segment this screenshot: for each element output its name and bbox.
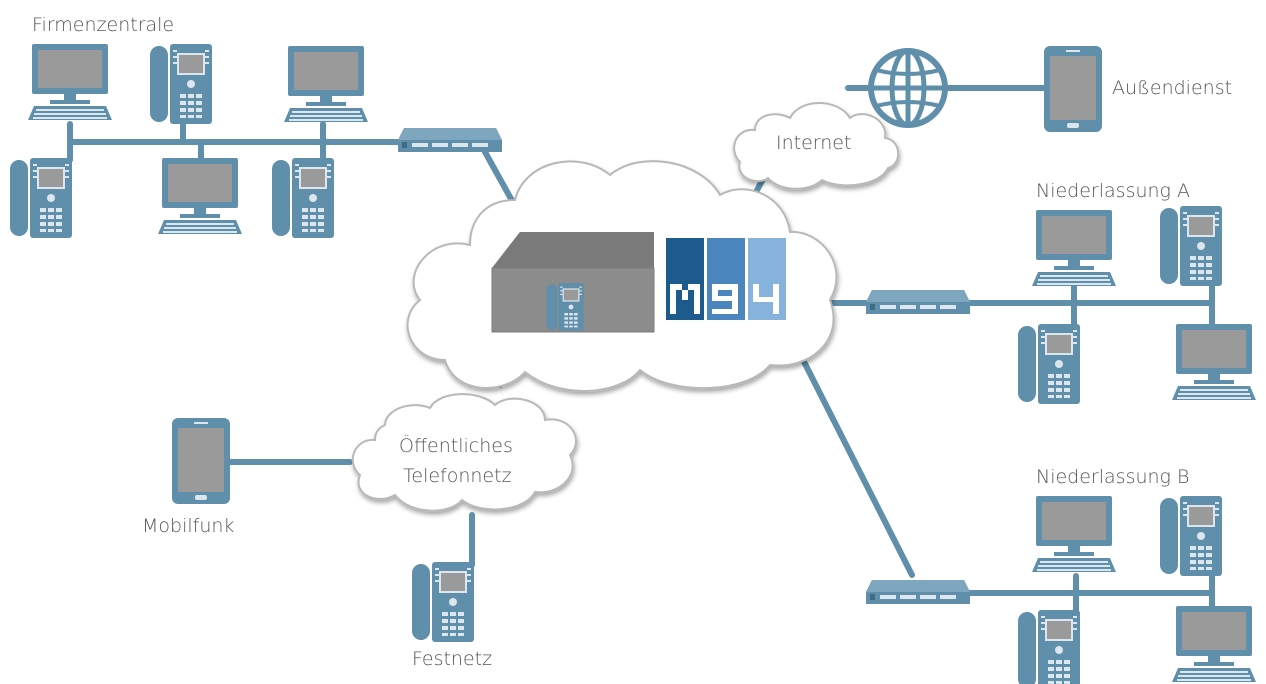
pbx-server [491,232,655,333]
tablet-icon [1044,46,1102,132]
pstn-label-line2: Telefonnetz [403,465,512,487]
globe-icon [868,48,948,128]
connection-lines [67,85,1215,615]
branch-a-label: Niederlassung A [1036,180,1190,202]
desktop-computer-icon [284,46,368,122]
landline-label: Festnetz [412,648,492,670]
desk-phone-icon [1018,324,1080,404]
desktop-computer-icon [158,158,242,234]
logo-tile-3 [748,238,786,320]
m94-logo [666,238,786,320]
desk-phone-icon [1160,206,1222,286]
internet-cloud [733,102,900,190]
field-service-label: Außendienst [1112,77,1232,99]
desktop-computer-icon [1032,496,1116,572]
pstn-cloud [351,393,577,512]
desktop-computer-icon [1032,210,1116,286]
logo-tile-2 [707,238,745,320]
desktop-computer-icon [28,44,112,120]
pstn-label-line1: Öffentliches [399,434,513,457]
desk-phone-icon [150,44,212,124]
desktop-computer-icon [1172,324,1256,400]
desk-phone-icon [1018,610,1080,684]
desk-phone-icon [10,158,72,238]
router-icon [866,580,970,604]
desk-phone-icon [272,158,334,238]
headquarters-label: Firmenzentrale [32,14,174,36]
pbx-phone-icon [545,283,585,331]
desk-phone-icon [1160,496,1222,576]
desktop-computer-icon [1172,606,1256,682]
branch-b-label: Niederlassung B [1036,466,1189,488]
landline-phone-icon [412,562,474,642]
mobile-label: Mobilfunk [142,515,234,537]
mobile-phone-icon [172,418,230,504]
router-icon [398,128,502,152]
router-icon [866,290,970,314]
internet-label: Internet [776,132,851,154]
